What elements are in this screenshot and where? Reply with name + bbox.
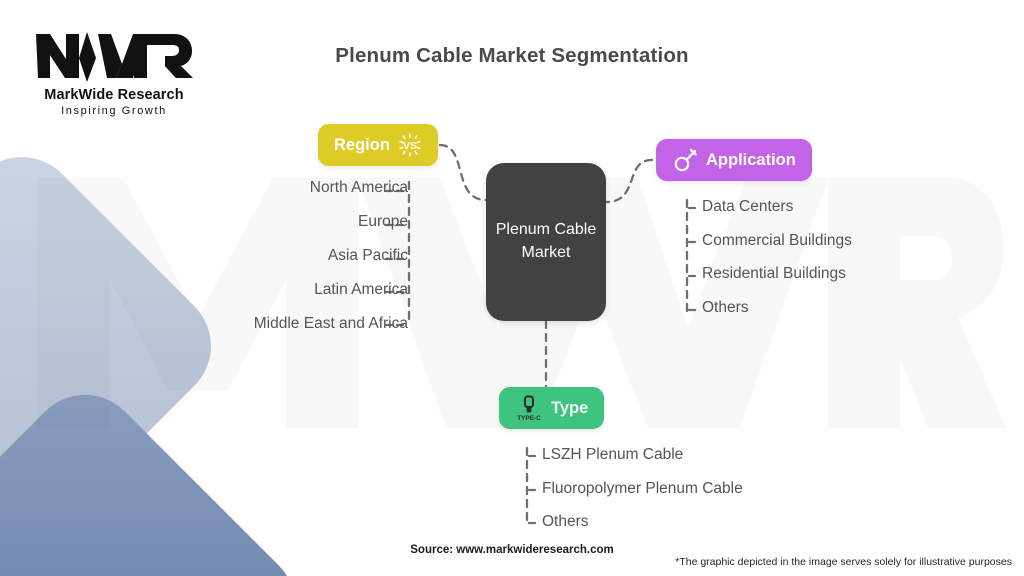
- page-title: Plenum Cable Market Segmentation: [335, 44, 689, 67]
- list-item[interactable]: Europe: [358, 213, 408, 230]
- branch-label-region: Region: [334, 135, 390, 154]
- list-item[interactable]: LSZH Plenum Cable: [542, 446, 684, 463]
- region-item-list: North America Europe Asia Pacific Latin …: [0, 180, 408, 350]
- list-item[interactable]: Others: [542, 513, 589, 530]
- source-note[interactable]: Source: www.markwideresearch.com: [410, 544, 614, 556]
- list-item[interactable]: Middle East and Africa: [253, 315, 408, 332]
- list-item[interactable]: Others: [702, 298, 749, 316]
- branch-badge-region[interactable]: Region VS: [318, 124, 438, 166]
- list-item[interactable]: Fluoropolymer Plenum Cable: [542, 479, 743, 497]
- list-item[interactable]: Data Centers: [702, 198, 794, 215]
- branch-label-application: Application: [706, 150, 796, 169]
- vs-burst-icon: VS: [398, 133, 422, 157]
- list-item[interactable]: Commercial Buildings: [702, 231, 852, 249]
- brand-logo: MarkWide Research Inspiring Growth: [24, 26, 204, 117]
- list-item[interactable]: Latin America: [314, 281, 408, 298]
- branch-label-type: Type: [551, 398, 589, 417]
- branch-badge-type[interactable]: TYPE-C Type: [499, 387, 605, 429]
- branch-badge-application[interactable]: Application: [656, 139, 812, 181]
- center-node[interactable]: Plenum Cable Market: [486, 163, 606, 321]
- disclaimer-note: *The graphic depicted in the image serve…: [675, 556, 1012, 568]
- svg-text:TYPE-C: TYPE-C: [517, 415, 541, 422]
- brand-name: MarkWide Research: [44, 87, 184, 103]
- mwr-monogram-icon: [36, 32, 193, 82]
- center-node-label: Plenum Cable Market: [495, 221, 597, 261]
- brand-tagline: Inspiring Growth: [61, 105, 167, 117]
- type-item-list: LSZH Plenum Cable Fluoropolymer Plenum C…: [542, 447, 743, 548]
- list-item[interactable]: Asia Pacific: [327, 247, 408, 264]
- list-item[interactable]: North America: [309, 179, 408, 196]
- svg-text:VS: VS: [403, 140, 417, 152]
- usb-type-c-icon: TYPE-C: [515, 394, 543, 422]
- application-item-list: Data Centers Commercial Buildings Reside…: [702, 199, 852, 333]
- magnifier-pan-icon: [672, 147, 698, 173]
- list-item[interactable]: Residential Buildings: [702, 265, 846, 282]
